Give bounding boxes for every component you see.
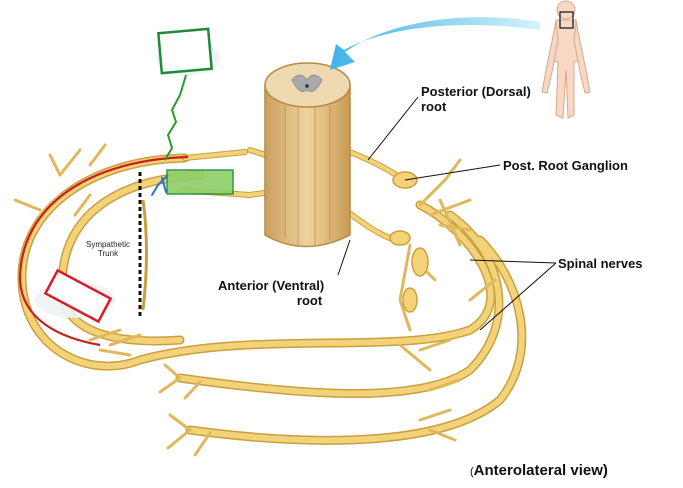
spinal-nerves-label: Spinal nerves <box>558 256 643 271</box>
posterior-root-label: Posterior (Dorsal) root <box>421 84 531 114</box>
lower-ganglion <box>402 287 418 313</box>
lateral-ganglion <box>411 247 429 277</box>
leader-lines <box>337 96 557 331</box>
sympathetic-trunk-label-line2: Trunk <box>97 249 119 258</box>
view-caption-text: Anterolateral view) <box>473 462 608 479</box>
spinal-cord <box>264 62 351 248</box>
human-body-figure-icon <box>541 0 591 119</box>
green-pathway <box>164 74 187 161</box>
anterior-root-label-line1: Anterior (Ventral) <box>218 278 325 293</box>
anterior-root-label-line2: root <box>296 293 323 308</box>
view-caption: (Anterolateral view) <box>470 462 608 479</box>
posterior-root-label-line1: Posterior (Dorsal) <box>421 84 531 99</box>
anterior-root-label: Anterior (Ventral) root <box>218 278 324 308</box>
curved-arrow-icon <box>330 17 540 70</box>
sympathetic-trunk-label-line1: Sympathetic <box>85 240 131 249</box>
view-caption-paren: ( <box>470 466 474 478</box>
red-pathway <box>18 155 189 347</box>
blue-branch <box>151 174 169 196</box>
post-root-ganglion-label: Post. Root Ganglion <box>503 158 628 173</box>
green-label-box-top[interactable] <box>156 27 214 75</box>
sympathetic-trunk-label: Sympathetic Trunk <box>78 240 138 258</box>
red-label-box[interactable] <box>43 268 113 324</box>
posterior-root-label-line2: root <box>421 99 447 114</box>
anterior-ganglion <box>389 230 411 246</box>
green-filled-box[interactable] <box>166 169 234 195</box>
